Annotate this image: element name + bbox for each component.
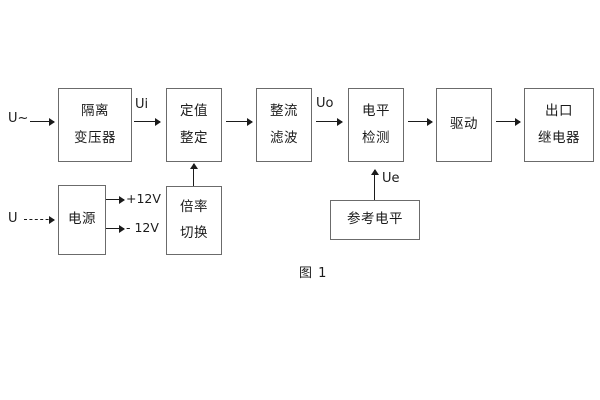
block-rectify-filter: 整流 滤波 [256,88,312,162]
uo-signal-label: Uo [316,96,334,111]
block-power-supply: 电源 [58,185,106,255]
arrow-power-supply-plus-12v [106,199,124,201]
ui-signal-label: Ui [135,97,149,112]
arrow-multiplier-switch-to-setting-value [193,164,195,186]
block-setting-value: 定值 整定 [166,88,222,162]
block-isolation-transformer-line-1: 隔离 [81,103,109,119]
block-isolation-transformer-line-2: 变压器 [74,129,116,146]
block-output-relay-line-1: 出口 [545,103,573,119]
arrow-rectify-filter-to-level-detection [316,121,342,123]
block-rectify-filter-line-2: 滤波 [270,129,298,146]
block-drive-line-1: 驱动 [450,116,478,133]
figure-caption: 图 1 [299,266,328,281]
block-multiplier-switch-line-2: 切换 [180,225,208,241]
block-rectify-filter-line-1: 整流 [270,103,298,119]
arrow-isolation-transformer-to-setting-value [134,121,160,123]
block-level-detection-line-1: 电平 [362,103,390,119]
block-output-relay: 出口 继电器 [524,88,594,162]
block-output-relay-line-2: 继电器 [538,129,580,146]
ue-signal-label: Ue [382,171,400,186]
block-setting-value-line-1: 定值 [180,103,208,119]
arrow-reference-level-to-level-detection [374,170,376,200]
block-power-supply-line-1: 电源 [68,211,96,228]
block-reference-level: 参考电平 [330,200,420,240]
block-reference-level-line-1: 参考电平 [347,211,403,228]
block-isolation-transformer: 隔离 变压器 [58,88,132,162]
block-drive: 驱动 [436,88,492,162]
block-multiplier-switch-line-1: 倍率 [180,198,208,215]
block-multiplier-switch: 倍率 切换 [166,186,222,255]
arrow-power-supply-minus-12v [106,228,124,230]
plus-12v-label: +12V [126,191,161,206]
arrow-ac-input-to-isolation-transformer [30,121,54,123]
arrow-drive-to-output-relay [496,121,520,123]
minus-12v-label: - 12V [126,220,159,235]
ac-input-label: U~ [8,111,29,126]
block-level-detection: 电平 检测 [348,88,404,162]
block-setting-value-line-2: 整定 [180,129,208,146]
arrow-setting-value-to-rectify-filter [226,121,252,123]
arrow-level-detection-to-drive [408,121,432,123]
block-level-detection-line-2: 检测 [362,129,390,146]
dc-input-label: U [8,211,18,226]
arrow-dc-input-to-power-supply [24,219,54,220]
